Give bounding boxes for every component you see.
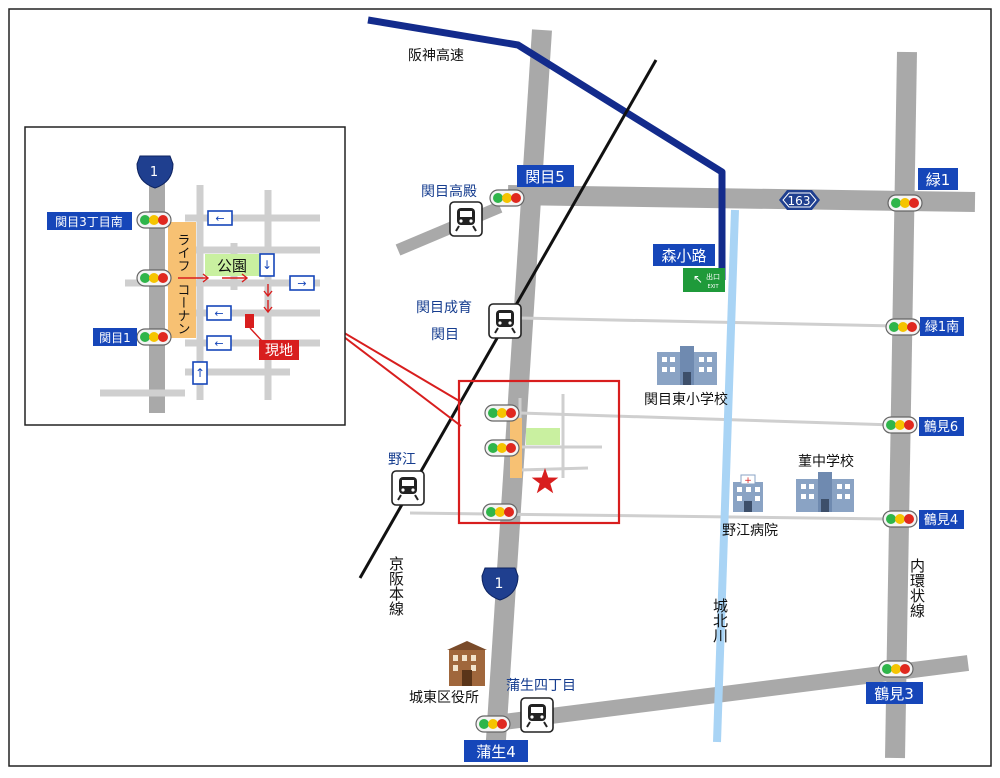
inset-oneway-icon: ←	[207, 210, 233, 226]
hospital-building-icon: +	[733, 474, 763, 512]
exit-arrow-icon: ↖	[693, 272, 703, 286]
svg-text:緑1南: 緑1南	[925, 319, 959, 335]
inset-site-label: 現地	[265, 343, 293, 359]
inset-oneway-icon: ↓	[259, 253, 275, 277]
signal-icon	[475, 715, 511, 733]
joto-river-label: 城北川	[711, 598, 729, 643]
site-detail-area	[457, 379, 621, 525]
route-163-shield: 163	[779, 190, 820, 210]
intersection-label-midori1: 緑1	[918, 168, 958, 190]
svg-text:↑: ↑	[195, 366, 205, 380]
svg-text:森小路: 森小路	[661, 247, 706, 265]
intersection-label-midori1-south: 緑1南	[920, 317, 964, 336]
svg-text:1: 1	[495, 576, 504, 592]
street-tsurumi6	[519, 411, 896, 427]
street-sekime	[519, 316, 899, 328]
signal-icon	[882, 510, 918, 528]
ward-office-label: 城東区役所	[409, 690, 479, 706]
intersection-label-sekime5: 関目5	[517, 165, 574, 187]
site-highlight-frame	[457, 379, 621, 525]
svg-text:→: →	[297, 277, 306, 290]
hanshin-expressway	[367, 16, 726, 280]
station-sekime-takadono-icon	[449, 201, 483, 237]
inset-sekime3-label: 関目3丁目南	[55, 214, 123, 229]
signal-icon	[887, 194, 923, 212]
inset-store-block	[168, 222, 196, 338]
svg-text:1: 1	[150, 165, 158, 180]
keihan-line-label: 京阪本線	[387, 556, 405, 616]
svg-text:鶴見4: 鶴見4	[924, 512, 958, 528]
svg-text:163: 163	[788, 194, 811, 208]
inset-map: ライフ コーナン 公園 ← ↓ → ←	[24, 126, 346, 426]
northwest-road	[395, 201, 503, 256]
inset-site-marker	[245, 314, 254, 328]
expressway-exit-sign: ↖ 出口 EXIT	[683, 268, 725, 292]
naikan-road	[885, 51, 917, 759]
svg-text:EXIT: EXIT	[707, 284, 719, 290]
inset-site-label-box	[259, 340, 299, 360]
joto-river	[713, 209, 739, 743]
station-gamo-icon	[520, 697, 554, 733]
inset-oneway-icon: ↑	[192, 361, 208, 385]
station-noe-icon	[391, 470, 425, 506]
route-1-shield-main: 1	[481, 567, 519, 601]
naikan-road-label: 内環状線	[908, 558, 926, 618]
svg-text:鶴見6: 鶴見6	[924, 419, 958, 435]
station-sekime-seiiku-label: 関目成育	[416, 300, 472, 316]
intersection-label-tsurumi6: 鶴見6	[919, 417, 964, 436]
svg-text:鶴見3: 鶴見3	[874, 685, 914, 703]
inset-park-block	[205, 254, 260, 276]
station-sekime-takadono-label: 関目高殿	[421, 183, 477, 200]
station-sekime-icon	[488, 303, 522, 339]
signal-icon	[878, 660, 914, 678]
inset-sekime1-label: 関目1	[99, 331, 131, 345]
school-junior-label: 菫中学校	[798, 453, 854, 470]
svg-text:関目5: 関目5	[525, 168, 565, 186]
svg-text:コーナン: コーナン	[175, 283, 190, 335]
station-sekime-label: 関目	[431, 327, 459, 343]
svg-text:←: ←	[214, 307, 223, 320]
school-east-building-icon	[657, 346, 717, 385]
intersection-label-gamo4: 蒲生4	[464, 740, 528, 762]
intersection-label-tsurumi3: 鶴見3	[866, 682, 923, 704]
svg-text:↓: ↓	[262, 258, 272, 272]
svg-text:←: ←	[214, 337, 223, 350]
inset-route-1-shield: 1	[136, 155, 174, 189]
signal-icon	[484, 404, 520, 422]
inset-oneway-icon: ←	[206, 305, 232, 321]
svg-text:緑1: 緑1	[926, 171, 951, 189]
intersection-label-tsurumi4: 鶴見4	[919, 510, 964, 529]
svg-text:蒲生4: 蒲生4	[476, 743, 516, 761]
svg-text:+: +	[744, 476, 752, 486]
ward-office-building-icon	[447, 641, 487, 686]
site-star-icon	[531, 468, 559, 494]
school-east-label: 関目東小学校	[644, 391, 728, 408]
signal-icon	[882, 416, 918, 434]
inset-oneway-icon: →	[289, 275, 315, 291]
station-gamo-label: 蒲生四丁目	[506, 678, 576, 694]
station-noe-label: 野江	[388, 452, 416, 468]
inset-oneway-icon: ←	[206, 335, 232, 351]
hanshin-expressway-label: 阪神高速	[408, 47, 464, 64]
signal-icon	[489, 189, 525, 207]
signal-icon	[484, 439, 520, 457]
route-1-road	[485, 29, 552, 756]
intersection-label-morishoji: 森小路	[653, 244, 715, 266]
svg-text:ライフ: ライフ	[175, 233, 190, 272]
signal-icon	[482, 503, 518, 521]
hospital-label: 野江病院	[722, 523, 778, 539]
svg-text:出口: 出口	[706, 272, 720, 281]
park-block	[526, 428, 560, 445]
inset-park-label: 公園	[217, 257, 247, 275]
school-junior-building-icon	[796, 472, 854, 512]
signal-icon	[885, 318, 921, 336]
svg-text:←: ←	[215, 212, 224, 225]
